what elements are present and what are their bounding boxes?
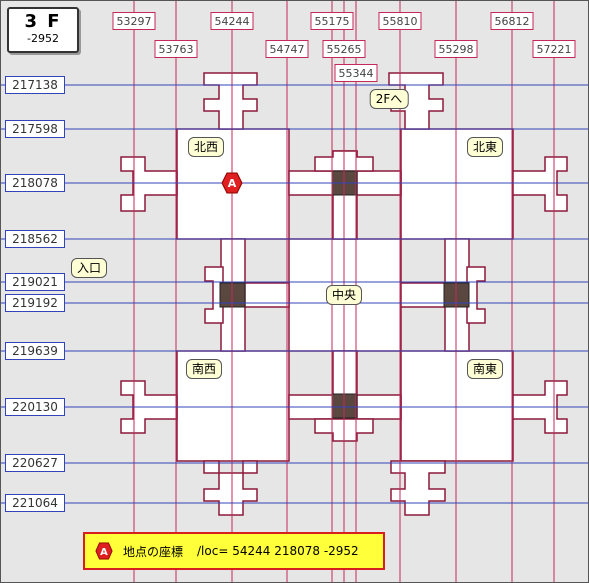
area-label-northeast: 北東 [466, 137, 504, 157]
x-coordinate-label: 57221 [532, 40, 576, 58]
x-coordinate-label: 55175 [310, 12, 354, 30]
area-label-to-2f: 2Fへ [369, 89, 409, 109]
area-label-northwest: 北西 [187, 137, 225, 157]
area-label-center: 中央 [325, 285, 363, 305]
floor-indicator: 3 F -2952 [7, 7, 79, 53]
passage-north-west [203, 72, 258, 130]
area-label-southwest: 南西 [185, 359, 223, 379]
passage-south-east [390, 460, 446, 516]
passage-south-west [203, 460, 258, 516]
y-coordinate-label: 217598 [5, 120, 65, 138]
area-label-entrance: 入口 [70, 258, 108, 278]
location-marker[interactable]: A [221, 172, 243, 194]
x-coordinate-label: 54244 [210, 12, 254, 30]
y-coordinate-label: 219021 [5, 273, 65, 291]
x-coordinate-label: 55298 [434, 40, 478, 58]
legend-marker-letter: A [100, 547, 108, 558]
marker-hexagon-icon: A [95, 542, 113, 560]
floor-z: -2952 [27, 32, 59, 45]
y-coordinate-label: 220627 [5, 454, 65, 472]
legend-label: 地点の座標 [123, 544, 184, 559]
floor-name: 3 F [24, 11, 62, 32]
y-coordinate-label: 221064 [5, 494, 65, 512]
y-coordinate-label: 218078 [5, 174, 65, 192]
wing-north-east [512, 156, 568, 212]
x-coordinate-label: 54747 [265, 40, 309, 58]
marker-letter: A [228, 177, 237, 190]
y-coordinate-label: 218562 [5, 230, 65, 248]
y-coordinate-label: 220130 [5, 398, 65, 416]
marker-hexagon-icon[interactable] [221, 172, 243, 194]
x-coordinate-label: 53297 [112, 12, 156, 30]
x-coordinate-label: 55265 [322, 40, 366, 58]
arrow-down-icon: へ [390, 92, 403, 106]
legend-command[interactable]: /loc= 54244 218078 -2952 [197, 544, 359, 558]
to-2f-text: 2F [375, 92, 391, 106]
y-coordinate-label: 217138 [5, 76, 65, 94]
y-coordinate-label: 219639 [5, 342, 65, 360]
area-label-southeast: 南東 [466, 359, 504, 379]
x-coordinate-label: 53763 [154, 40, 198, 58]
x-coordinate-label: 56812 [490, 12, 534, 30]
block-east-center [466, 266, 486, 324]
x-coordinate-label: 55344 [334, 64, 378, 82]
legend-box: A 地点の座標 /loc= 54244 218078 -2952 [83, 532, 385, 570]
y-coordinate-label: 219192 [5, 294, 65, 312]
x-coordinate-label: 55810 [378, 12, 422, 30]
wing-north-west [120, 156, 178, 212]
